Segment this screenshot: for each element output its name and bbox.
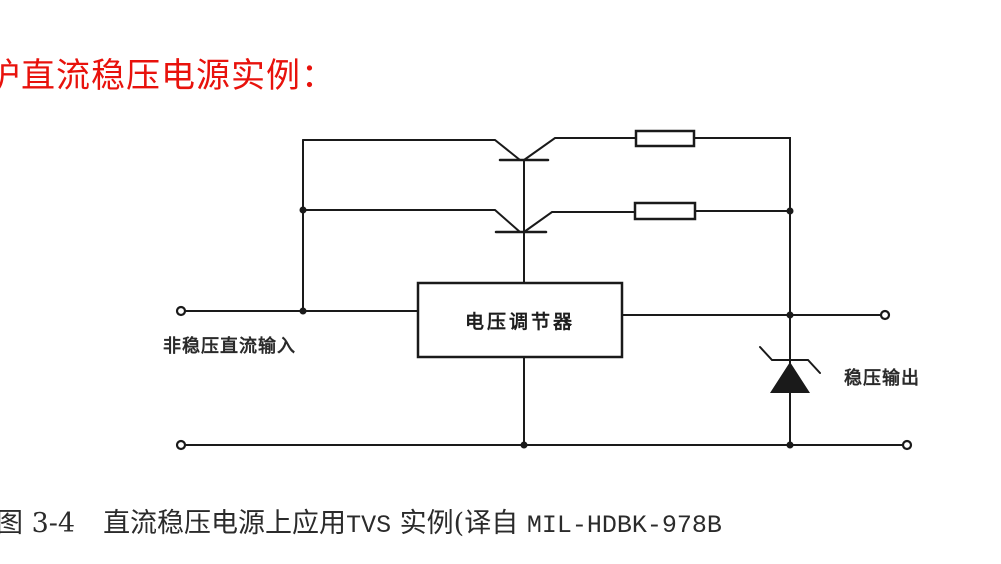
figure-caption: 图 3-4 直流稳压电源上应用TVS 实例(译自 MIL-HDBK-978B <box>0 502 722 548</box>
terminal-input-negative <box>175 439 187 451</box>
junction-dot <box>299 307 307 315</box>
wire-q2-collector <box>302 209 521 233</box>
voltage-regulator-label: 电压调节器 <box>464 310 575 333</box>
caption-source: MIL-HDBK-978B <box>526 511 722 540</box>
junction-dot <box>299 206 307 214</box>
wire-q1-emitter <box>523 137 637 161</box>
wire-q1-collector <box>302 139 521 161</box>
terminal-output-positive <box>879 309 891 321</box>
page-title: 护直流稳压电源实例： <box>0 56 336 96</box>
caption-tvs: TVS <box>346 511 392 540</box>
figure-number: 图 3-4 <box>0 508 76 539</box>
resistor-r1 <box>634 129 696 148</box>
caption-text-2: 实例(译自 <box>399 508 519 539</box>
junction-dot <box>520 441 528 449</box>
output-label: 稳压输出 <box>844 368 920 389</box>
caption-text: 直流稳压电源上应用 <box>103 508 347 539</box>
input-label: 非稳压直流输入 <box>163 336 296 357</box>
junction-dot <box>786 441 794 449</box>
tvs-diode-bar <box>759 346 821 374</box>
junction-dot <box>786 311 794 319</box>
terminal-input-positive <box>175 305 187 317</box>
wire-right-vertical <box>693 137 791 446</box>
resistor-r2 <box>633 201 697 221</box>
wire-q2-emitter <box>523 211 636 233</box>
junction-dot <box>786 207 794 215</box>
tvs-diode-triangle <box>770 362 810 393</box>
terminal-output-negative <box>901 439 913 451</box>
voltage-regulator-block <box>416 281 624 359</box>
